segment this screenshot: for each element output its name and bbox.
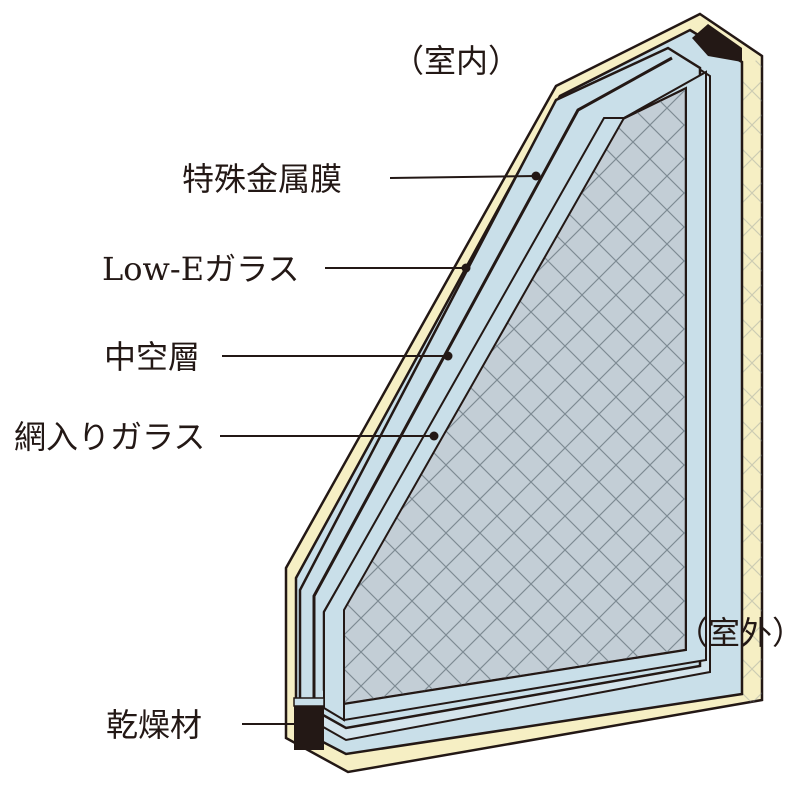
label-hollow-layer: 中空層: [104, 338, 200, 376]
desiccant-bottom: [294, 704, 324, 750]
label-special-metal-film: 特殊金属膜: [182, 160, 342, 198]
dot-low-e-glass: [461, 263, 471, 273]
frame-hatch: [740, 56, 762, 705]
label-wired-glass: 網入りガラス: [14, 418, 205, 456]
dot-wired-glass: [429, 431, 439, 441]
dot-hollow-layer: [443, 351, 453, 361]
desiccant-bottom-top: [293, 697, 325, 707]
label-outdoor: （室外）: [676, 614, 804, 652]
label-low-e-glass: Low-Eガラス: [102, 250, 299, 288]
label-desiccant: 乾燥材: [106, 706, 202, 744]
dot-special-metal-film: [531, 171, 541, 181]
label-indoor: （室内）: [392, 42, 520, 80]
leader-special-metal-film: [389, 175, 537, 179]
wired-glass-mesh: [324, 88, 686, 704]
desiccant-top: [692, 24, 742, 62]
